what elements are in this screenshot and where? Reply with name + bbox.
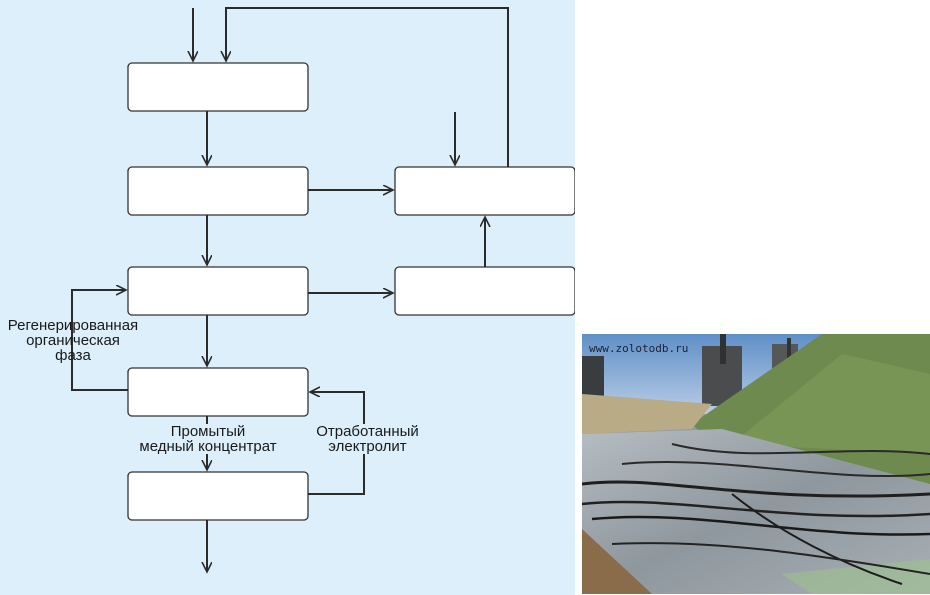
flow-diagram (71, 7, 575, 595)
regenerated-phase-loop (71, 290, 128, 391)
process-box-1 (127, 62, 309, 112)
label-washed-concentrate: Промытый медный концентрат (124, 424, 292, 454)
process-box-5 (127, 471, 309, 521)
heap-leach-photo: www.zolotodb.ru (582, 334, 930, 594)
photo-watermark: www.zolotodb.ru (589, 342, 689, 355)
flow-diagram-panel: Регенерированная органическая фаза Промы… (0, 0, 575, 595)
label-spent-electrolyte: Отработанный электролит (305, 424, 430, 454)
process-box-right-top (394, 166, 575, 216)
recycle-arrow-to-box-1 (226, 7, 509, 167)
label-regenerated-phase: Регенерированная органическая фаза (7, 317, 139, 364)
process-box-4 (127, 367, 309, 417)
process-box-right-bottom (394, 266, 575, 316)
process-box-3 (127, 266, 309, 316)
process-box-2 (127, 166, 309, 216)
